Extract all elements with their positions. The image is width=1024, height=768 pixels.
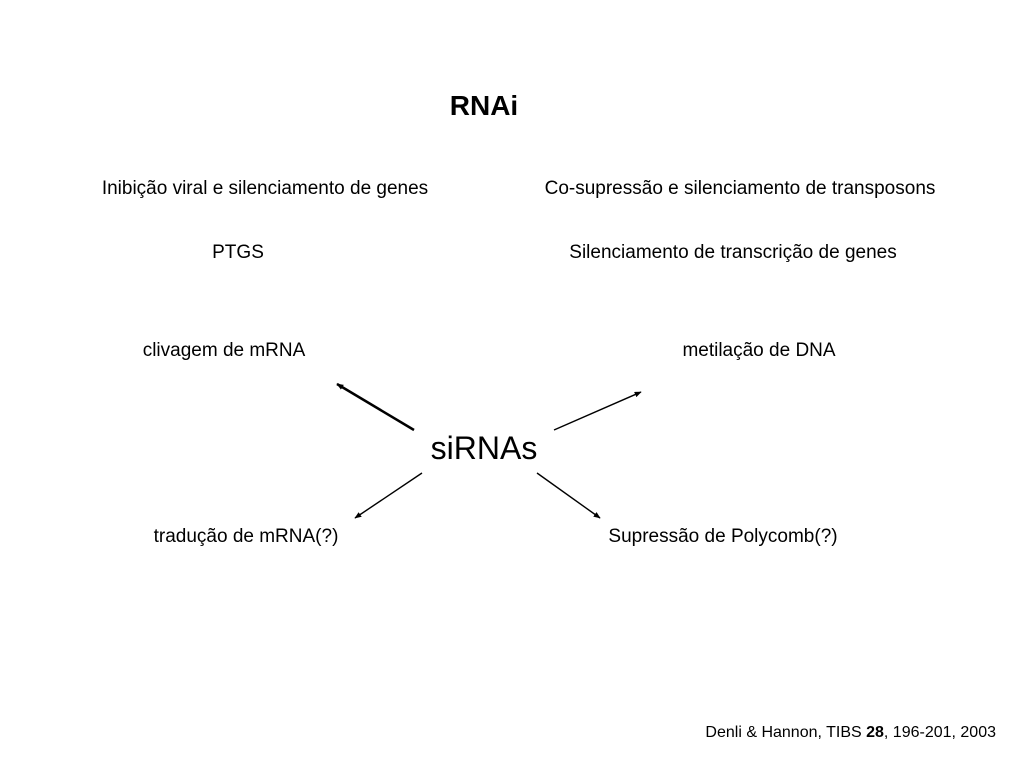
outcome-top-right: metilação de DNA <box>682 340 836 361</box>
outcome-bottom-right: Supressão de Polycomb(?) <box>608 526 838 547</box>
outcome-bottom-left: tradução de mRNA(?) <box>153 526 339 547</box>
outcome-top-left: clivagem de mRNA <box>142 340 306 361</box>
arrow-to-bottom-left <box>354 472 423 519</box>
header-left-label: Inibição viral e silenciamento de genes <box>101 178 429 199</box>
citation: Denli & Hannon, TIBS 28, 196-201, 2003 <box>705 724 996 742</box>
arrow-to-top-right <box>553 391 642 431</box>
arrow-to-top-left <box>336 382 415 432</box>
arrow-to-bottom-right <box>536 472 601 519</box>
citation-authors: Denli & Hannon, TIBS <box>705 724 867 741</box>
header-right-label: Co-supressão e silenciamento de transpos… <box>544 178 936 199</box>
center-node-sirnas: siRNAs <box>430 430 538 466</box>
citation-volume: 28 <box>866 724 884 741</box>
mechanism-left-label: PTGS <box>212 242 264 263</box>
citation-pages-year: , 196-201, 2003 <box>883 724 996 741</box>
mechanism-right-label: Silenciamento de transcrição de genes <box>569 242 897 263</box>
slide-title: RNAi <box>449 90 519 121</box>
